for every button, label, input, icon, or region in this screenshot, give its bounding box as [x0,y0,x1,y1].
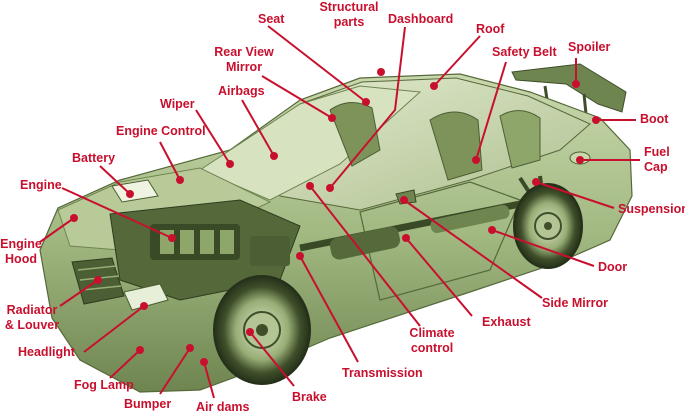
battery-dot [126,190,134,198]
suspension-dot [532,178,540,186]
engine-dot [168,234,176,242]
battery-label: Battery [72,151,115,166]
air-dams-label: Air dams [196,400,250,415]
radiator-dot [94,276,102,284]
rear-wheel [514,184,582,268]
spoiler-dot [572,80,580,88]
structural-parts-line-1: Structural [318,0,380,15]
exhaust-dot [402,234,410,242]
climate-control-label: Climate control [402,326,462,356]
fog-lamp-label: Fog Lamp [74,378,134,393]
transmission-label: Transmission [342,366,423,381]
airbags-label: Airbags [218,84,265,99]
transmission-dot [296,252,304,260]
engine-hood-line-2: Hood [0,252,42,267]
fuel-cap-dot [576,156,584,164]
seat-dot [362,98,370,106]
front-wheel [214,276,310,384]
dashboard-label: Dashboard [388,12,453,27]
fog-lamp-dot [136,346,144,354]
structural-parts-label: Structural parts [318,0,380,30]
wiper-dot [226,160,234,168]
spoiler-label: Spoiler [568,40,610,55]
structural-dot [377,68,385,76]
seat-label: Seat [258,12,284,27]
engine-hood-line-1: Engine [0,237,42,252]
engine-control-dot [176,176,184,184]
engine-label: Engine [20,178,62,193]
radiator-line-1: Radiator [2,303,62,318]
bumper-dot [186,344,194,352]
side-mirror-label: Side Mirror [542,296,608,311]
air-dams-dot [200,358,208,366]
engine-control-label: Engine Control [116,124,206,139]
door-dot [488,226,496,234]
engine-hood-label: Engine Hood [0,237,42,267]
climate-control-line-1: Climate [402,326,462,341]
airbags-dot [270,152,278,160]
roof-dot [430,82,438,90]
fuel-cap-line-1: Fuel [644,145,670,160]
radiator-line-2: & Louver [2,318,62,333]
radiator-louver-label: Radiator & Louver [2,303,62,333]
engine-hood-dot [70,214,78,222]
climate-control-line-2: control [402,341,462,356]
wiper-label: Wiper [160,97,195,112]
suspension-label: Suspension [618,202,685,217]
brake-label: Brake [292,390,327,405]
boot-label: Boot [640,112,668,127]
dashboard-dot [326,184,334,192]
fuel-cap-label: Fuel Cap [644,145,670,175]
seat-leader-line [268,26,366,102]
climate-control-dot [306,182,314,190]
bumper-label: Bumper [124,397,171,412]
safety-belt-label: Safety Belt [492,45,557,60]
fuel-cap-line-2: Cap [644,160,670,175]
rear-view-mirror-dot [328,114,336,122]
roof-label: Roof [476,22,504,37]
exhaust-label: Exhaust [482,315,531,330]
door-label: Door [598,260,627,275]
rear-view-mirror-label: Rear View Mirror [212,45,276,75]
rear-view-mirror-line-1: Rear View [212,45,276,60]
rear-view-mirror-line-2: Mirror [212,60,276,75]
headlight-label: Headlight [18,345,75,360]
boot-dot [592,116,600,124]
structural-parts-line-2: parts [318,15,380,30]
headlight-dot [140,302,148,310]
safety-belt-dot [472,156,480,164]
side-mirror-dot [400,196,408,204]
brake-dot [246,328,254,336]
